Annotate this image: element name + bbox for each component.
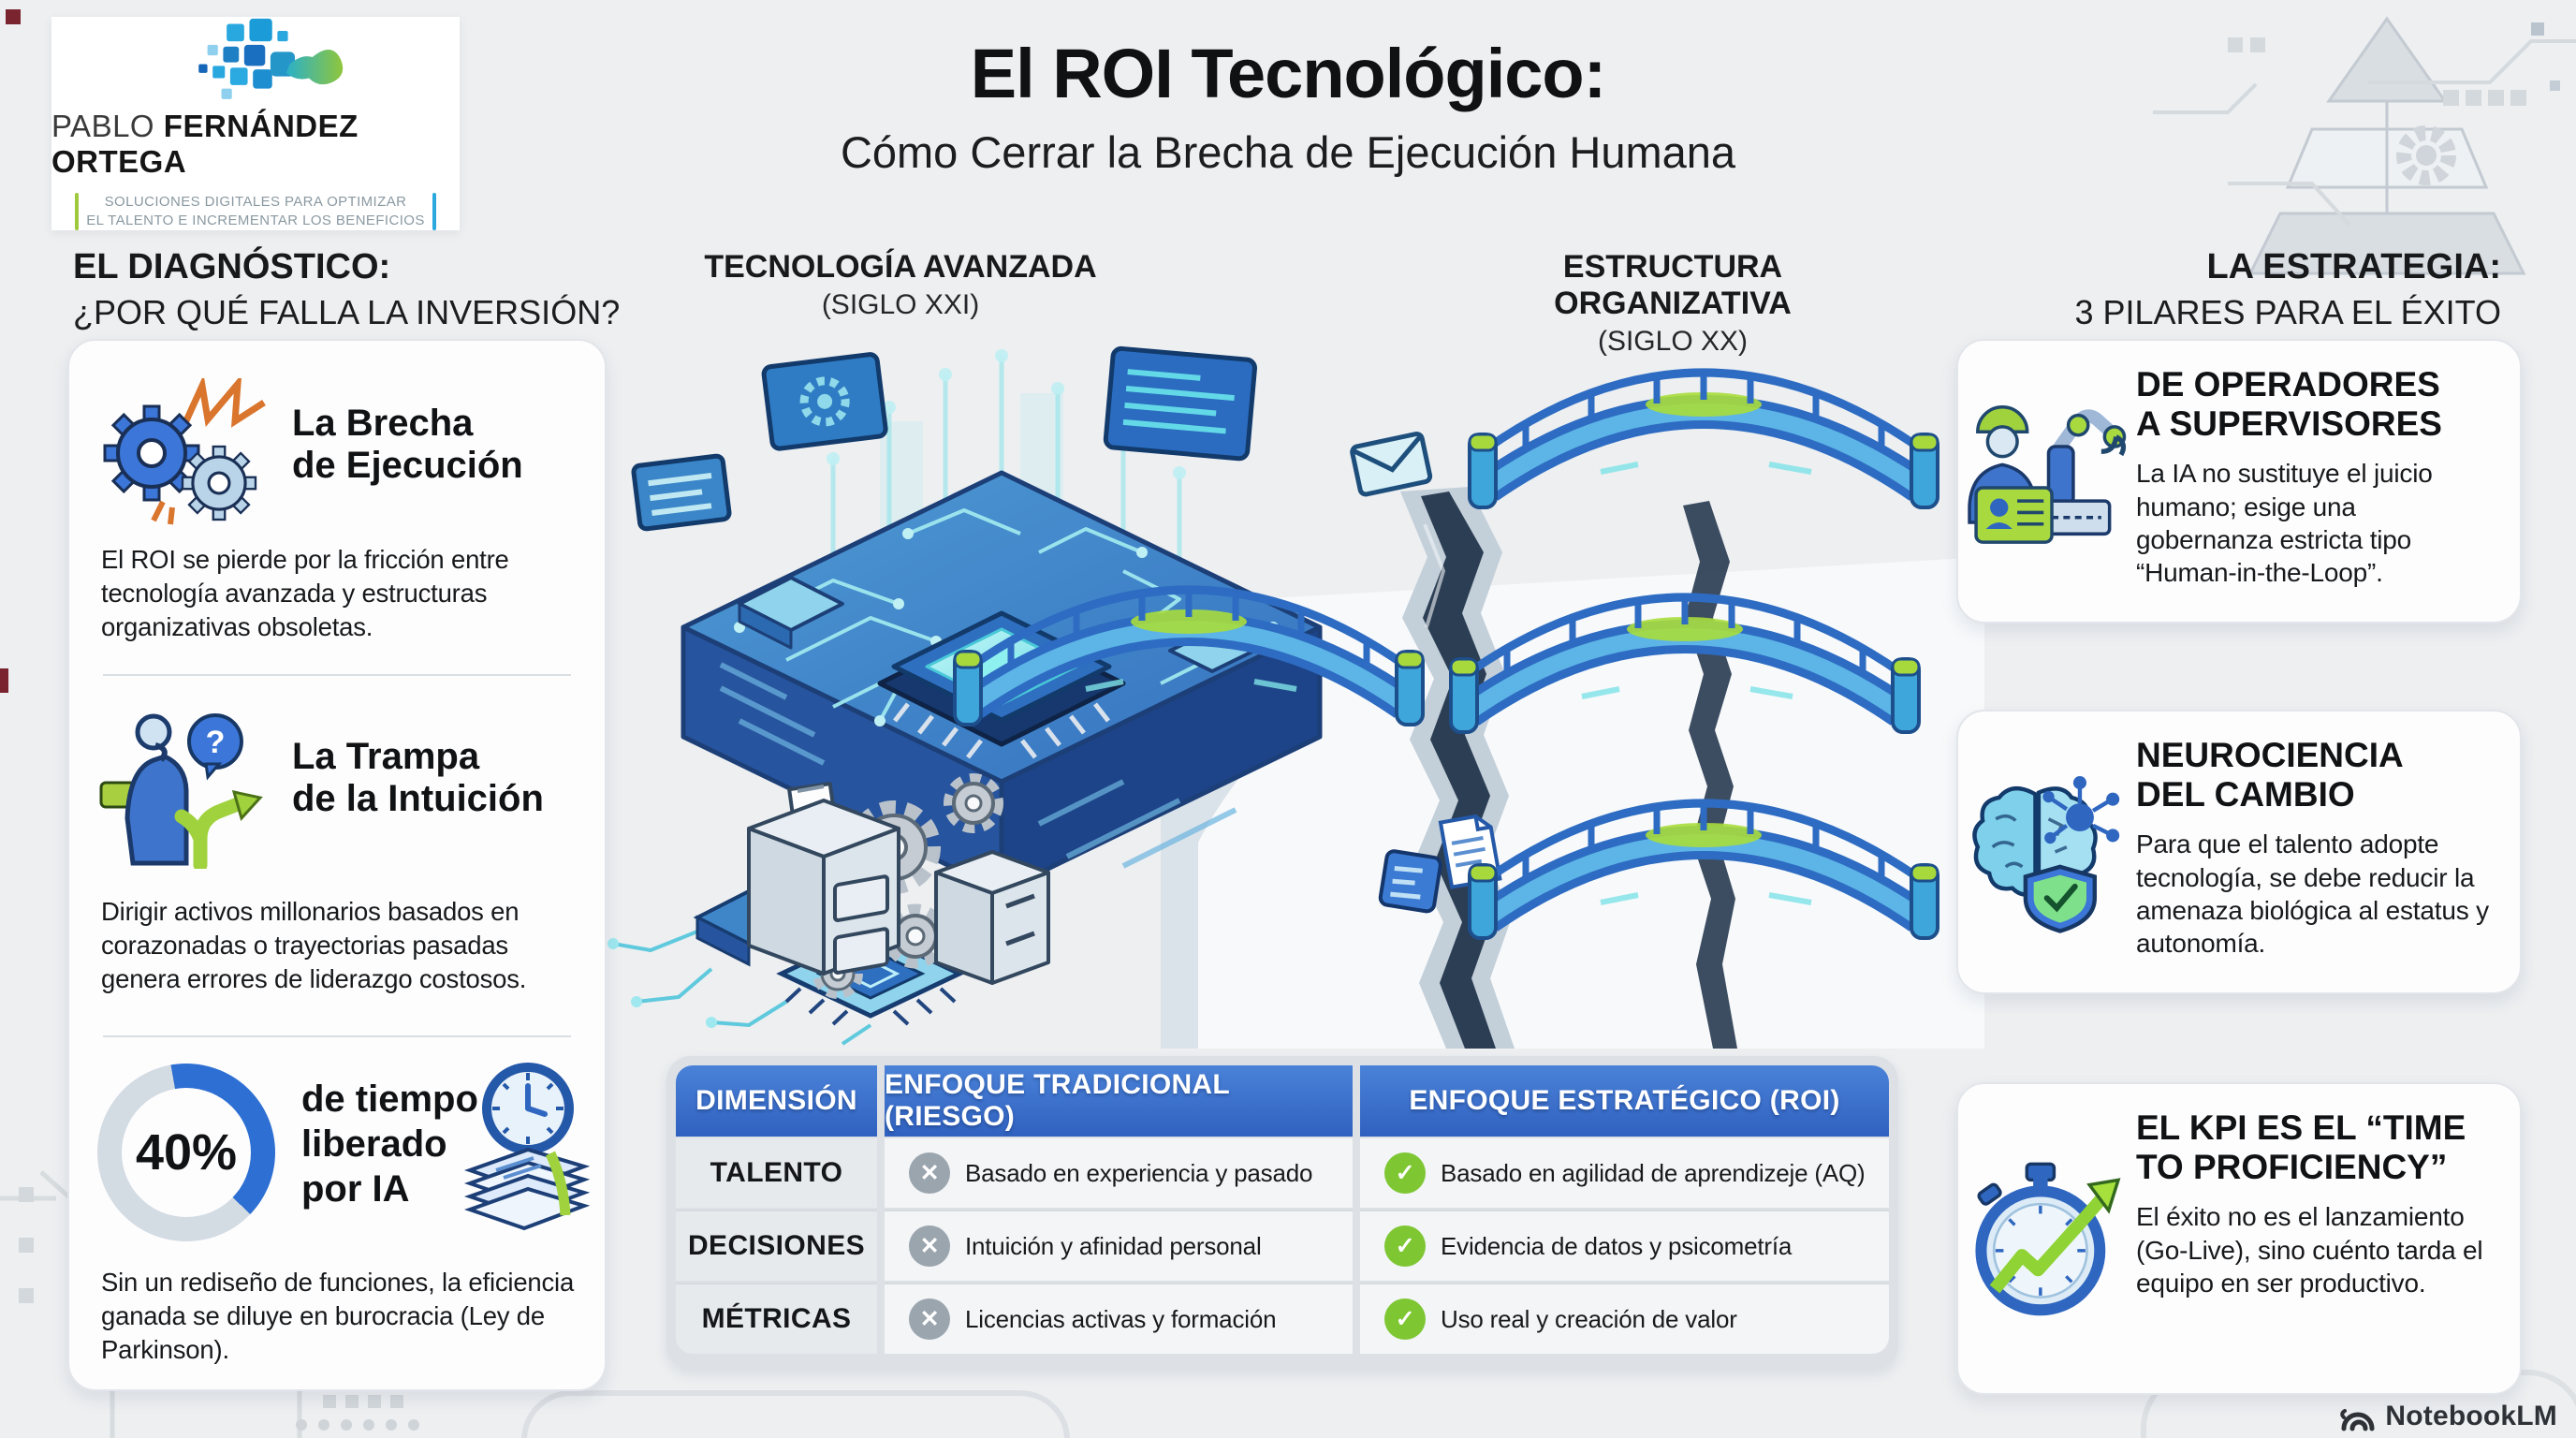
central-illustration (607, 345, 1984, 1049)
tagline-green-bar (75, 192, 80, 230)
brand-logo-card: PABLO FERNÁNDEZ ORTEGA SOLUCIONES DIGITA… (51, 17, 460, 230)
clashing-gears-icon (103, 378, 266, 525)
col-header-dimension: DIMENSIÓN (676, 1065, 877, 1137)
brand-name-first: PABLO (51, 108, 155, 143)
worker-robot-arm-icon (1968, 405, 2127, 544)
divider (103, 674, 571, 676)
envelope-icon (1350, 432, 1433, 497)
falling-documents (1378, 814, 1502, 914)
filing-cabinets (747, 782, 1050, 985)
donut-percent-label: 40% (135, 1124, 238, 1181)
pyramid-decor (2247, 16, 2526, 275)
cross-icon: ✕ (909, 1225, 950, 1267)
trampa-body: Dirigir activos millonarios basados en c… (101, 897, 527, 993)
col-header-estrategico: ENFOQUE ESTRATÉGICO (ROI) (1360, 1065, 1889, 1137)
neurociencia-body: Para que el talento adopte tecnología, s… (2136, 829, 2489, 959)
page-title-block: El ROI Tecnológico: Cómo Cerrar la Brech… (820, 34, 1756, 178)
diagnostico-card: La Brecha de Ejecución El ROI se pierde … (67, 339, 607, 1391)
brand-name-last: FERNÁNDEZ ORTEGA (51, 108, 359, 179)
clock-papers-icon (463, 1063, 591, 1231)
table-header-row: DIMENSIÓN ENFOQUE TRADICIONAL (RIESGO) E… (676, 1065, 1889, 1137)
cell-tradicional: Basado en experiencia y pasado (965, 1158, 1313, 1187)
brand-tagline: SOLUCIONES DIGITALES PARA OPTIMIZAR EL T… (75, 192, 436, 230)
col-header-tradicional: ENFOQUE TRADICIONAL (RIESGO) (885, 1065, 1353, 1137)
strategy-card-neurociencia: NEUROCIENCIA DEL CAMBIO Para que el tale… (1956, 710, 2522, 994)
cell-estrategico: Uso real y creación de valor (1441, 1304, 1737, 1333)
brecha-title: La Brecha de Ejecución (292, 403, 523, 487)
brain-shield-icon (1972, 776, 2120, 933)
parkinson-body: Sin un rediseño de funciones, la eficien… (101, 1268, 575, 1364)
page-subtitle: Cómo Cerrar la Brecha de Ejecución Human… (840, 127, 1736, 177)
operadores-title: DE OPERADORES A SUPERVISORES (2136, 365, 2442, 444)
gear-decor-icon (2396, 125, 2456, 185)
cell-estrategico: Basado en agilidad de aprendizeje (AQ) (1441, 1158, 1866, 1187)
notebooklm-logo-icon (2340, 1409, 2375, 1431)
time-freed-donut: 40% (97, 1064, 275, 1241)
cell-tradicional: Licencias activas y formación (965, 1304, 1277, 1333)
cross-icon: ✕ (909, 1299, 950, 1340)
kpi-body: El éxito no es el lanzamiento (Go-Live),… (2136, 1202, 2483, 1298)
scene-label-tecnologia: TECNOLOGÍA AVANZADA (SIGLO XXI) (704, 249, 1097, 320)
check-icon: ✓ (1384, 1152, 1426, 1194)
divider (103, 1035, 571, 1037)
table-row: MÉTRICAS ✕ Licencias activas y formación… (676, 1283, 1889, 1354)
estrategia-subtitle: 3 PILARES PARA EL ÉXITO (2074, 293, 2501, 331)
red-square-accent (6, 9, 21, 24)
brand-logo-mark (198, 18, 344, 99)
operadores-body: La IA no sustituye el juicio humano; esi… (2136, 459, 2433, 588)
row-dimension: TALENTO (676, 1138, 877, 1208)
neurociencia-title: NEUROCIENCIA DEL CAMBIO (2136, 736, 2404, 814)
check-icon: ✓ (1384, 1225, 1426, 1267)
estrategia-title: LA ESTRATEGIA: (2206, 247, 2501, 286)
thinking-person-fork-icon: ? (99, 713, 263, 869)
notebooklm-watermark: NotebookLM (2340, 1401, 2557, 1432)
row-dimension: MÉTRICAS (676, 1283, 877, 1354)
stat-label: de tiempo liberado por IA (301, 1078, 478, 1210)
cross-icon: ✕ (909, 1152, 950, 1194)
tagline-line2: EL TALENTO E INCREMENTAR LOS BENEFICIOS (86, 212, 425, 228)
bridges (953, 373, 1938, 938)
diagnostico-heading: EL DIAGNÓSTICO: ¿POR QUÉ FALLA LA INVERS… (73, 247, 635, 332)
page-title: El ROI Tecnológico: (970, 35, 1607, 112)
watermark-text: NotebookLM (2385, 1401, 2557, 1431)
brecha-body: El ROI se pierde por la fricción entre t… (101, 545, 509, 641)
brand-name: PABLO FERNÁNDEZ ORTEGA (51, 109, 460, 180)
table-row: TALENTO ✕ Basado en experiencia y pasado… (676, 1138, 1889, 1208)
diagnostico-title: EL DIAGNÓSTICO: (73, 247, 391, 286)
strategy-card-kpi: EL KPI ES EL “TIME TO PROFICIENCY” El éx… (1956, 1082, 2522, 1395)
floating-screens (631, 345, 1257, 532)
tagline-line1: SOLUCIONES DIGITALES PARA OPTIMIZAR (104, 193, 407, 210)
check-icon: ✓ (1384, 1299, 1426, 1340)
diagnostico-subtitle: ¿POR QUÉ FALLA LA INVERSIÓN? (73, 293, 621, 331)
estrategia-heading: LA ESTRATEGIA: 3 PILARES PARA EL ÉXITO (1966, 247, 2514, 332)
cell-estrategico: Evidencia de datos y psicometría (1441, 1231, 1793, 1260)
strategy-card-operadores: DE OPERADORES A SUPERVISORES La IA no su… (1956, 339, 2522, 624)
stopwatch-growth-icon (1975, 1162, 2121, 1316)
table-row: DECISIONES ✕ Intuición y afinidad person… (676, 1210, 1889, 1281)
comparison-table: DIMENSIÓN ENFOQUE TRADICIONAL (RIESGO) E… (666, 1056, 1898, 1369)
row-dimension: DECISIONES (676, 1210, 877, 1281)
kpi-title: EL KPI ES EL “TIME TO PROFICIENCY” (2136, 1108, 2466, 1187)
svg-text:?: ? (206, 725, 226, 760)
tagline-blue-bar (432, 192, 436, 230)
scene-label-estructura: ESTRUCTURA ORGANIZATIVA (SIGLO XX) (1554, 249, 1792, 357)
trampa-title: La Trampa de la Intuición (292, 736, 544, 820)
cell-tradicional: Intuición y afinidad personal (965, 1231, 1262, 1260)
